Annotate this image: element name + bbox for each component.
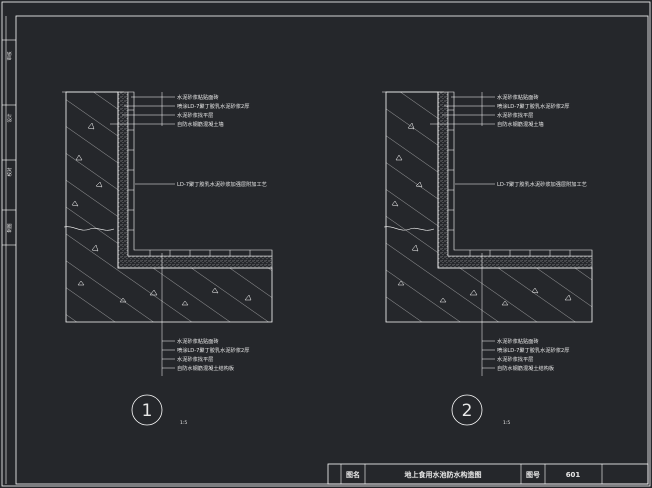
floor-leaders: [481, 253, 495, 376]
side-label: 制图: [6, 223, 13, 232]
title-block: 图名 地上食用水池防水构造图 图号 601: [327, 463, 649, 485]
floor-leaders: [161, 253, 175, 376]
joint-label: LD-7聚丁胶乳水泥砂浆加强层附加工艺: [497, 180, 587, 188]
joint-label: LD-7聚丁胶乳水泥砂浆加强层附加工艺: [177, 180, 267, 188]
tile-joints: [128, 109, 251, 256]
detail-1: 水泥砂浆粘贴面砖 喷涂LD-7聚丁胶乳水泥砂浆2厚 水泥砂浆找平层 自防水钢筋混…: [62, 91, 273, 426]
side-label: 审核: [6, 51, 13, 60]
detail-number: 1: [142, 401, 153, 421]
detail-number: 2: [462, 401, 473, 421]
detail-number-circle: [131, 394, 163, 426]
side-label: 设计: [6, 113, 13, 122]
tile-layer: [447, 91, 593, 257]
wall-leaders: [110, 92, 175, 185]
floor-label: 自防水钢筋混凝土结构板: [497, 364, 555, 372]
detail-scale: 1:5: [180, 420, 187, 426]
floor-label: 水泥砂浆粘贴面砖: [177, 337, 219, 345]
floor-label: 喷涂LD-7聚丁胶乳水泥砂浆2厚: [497, 346, 569, 354]
title-name-label: 图名: [346, 470, 360, 479]
floor-label: 水泥砂浆找平层: [177, 355, 213, 363]
concrete-structure: [385, 91, 593, 323]
wall-label: 自防水钢筋混凝土墙: [177, 120, 224, 128]
drawing-title: 地上食用水池防水构造图: [405, 470, 482, 479]
drawing-number: 601: [566, 471, 581, 479]
floor-label: 水泥砂浆找平层: [497, 355, 533, 363]
wall-label: 喷涂LD-7聚丁胶乳水泥砂浆2厚: [497, 102, 569, 110]
wall-label: 喷涂LD-7聚丁胶乳水泥砂浆2厚: [177, 102, 249, 110]
cut-line: [383, 226, 435, 231]
wall-label: 水泥砂浆找平层: [497, 111, 533, 119]
floor-label: 自防水钢筋混凝土结构板: [177, 364, 235, 372]
tile-joints: [448, 109, 571, 256]
concrete-structure: [65, 91, 273, 323]
wall-label: 水泥砂浆粘贴面砖: [497, 93, 539, 101]
wall-label: 水泥砂浆找平层: [177, 111, 213, 119]
wall-label: 自防水钢筋混凝土墙: [497, 120, 544, 128]
detail-2: 水泥砂浆粘贴面砖 喷涂LD-7聚丁胶乳水泥砂浆2厚 水泥砂浆找平层 自防水钢筋混…: [382, 91, 593, 426]
cut-line: [63, 226, 115, 231]
side-label: 校对: [6, 167, 13, 176]
detail-number-circle: [451, 394, 483, 426]
detail-scale: 1:5: [503, 420, 510, 426]
floor-label: 喷涂LD-7聚丁胶乳水泥砂浆2厚: [177, 346, 249, 354]
aggregate-marks: [71, 122, 252, 306]
floor-label: 水泥砂浆粘贴面砖: [497, 337, 539, 345]
binding-strip: 审核 设计 校对 制图: [2, 16, 16, 484]
wall-leaders: [430, 92, 495, 185]
tile-layer: [127, 91, 273, 257]
wall-label: 水泥砂浆粘贴面砖: [177, 93, 219, 101]
title-number-label: 图号: [526, 470, 540, 479]
aggregate-marks: [391, 122, 572, 306]
